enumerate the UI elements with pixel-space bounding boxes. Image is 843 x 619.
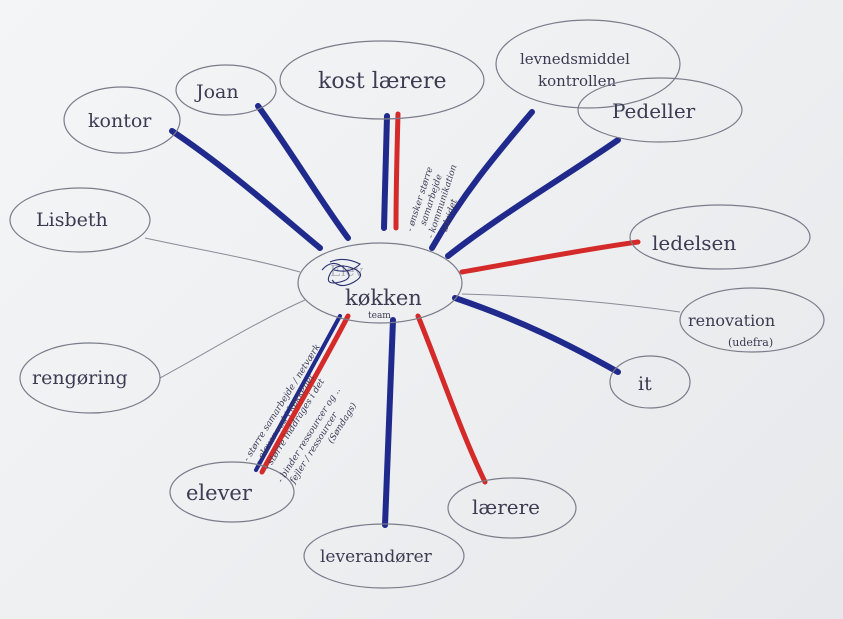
node-joan	[175, 64, 277, 116]
connector-pedeller	[445, 137, 621, 259]
connector-it	[452, 295, 621, 375]
connector-laerere	[415, 313, 488, 485]
node-rengoring	[19, 342, 161, 414]
node-kontor-label: kontor	[88, 110, 152, 132]
connector-kontor	[169, 128, 323, 251]
connector-joan	[255, 103, 351, 241]
node-kostlaerere	[279, 40, 485, 120]
connector-renovation	[461, 293, 681, 313]
node-pedeller-label: Pedeller	[612, 99, 696, 123]
node-elever	[169, 461, 295, 523]
center-node	[297, 242, 463, 324]
connector-elever-red	[259, 313, 351, 475]
connector-kostlaerere-red	[393, 111, 401, 231]
node-pedeller	[577, 77, 743, 143]
center-sublabel: team	[368, 311, 391, 321]
node-elever-label: elever	[186, 481, 253, 505]
center-label: køkken	[345, 286, 422, 310]
node-kostlaerere-label: kost lærere	[318, 69, 447, 94]
connector-elever-blue	[254, 314, 342, 472]
node-levnedsmiddel-label-1: levnedsmiddel	[520, 50, 630, 68]
node-joan-label: Joan	[194, 81, 239, 103]
connector-rengoring	[159, 299, 306, 379]
node-leverandorer-label: leverandører	[320, 547, 433, 567]
node-renovation-label: renovation	[688, 311, 775, 330]
connector-kostlaerere-blue	[381, 113, 390, 231]
node-laerere-label: lærere	[472, 495, 540, 519]
center-scribble: Elev	[330, 262, 364, 280]
node-lisbeth-label: Lisbeth	[36, 209, 108, 231]
connector-ledelsen	[459, 239, 641, 275]
connector-levnedsmiddel	[429, 109, 535, 251]
node-levnedsmiddel	[495, 19, 681, 109]
node-leverandorer	[303, 523, 465, 589]
node-renovation-sublabel: (udefra)	[728, 336, 773, 349]
node-it	[609, 355, 691, 409]
node-rengoring-label: rengøring	[32, 367, 128, 389]
node-renovation	[679, 287, 825, 353]
connector-lisbeth	[144, 237, 301, 273]
node-ledelsen	[629, 204, 811, 270]
scribble-mark	[321, 258, 362, 287]
node-levnedsmiddel-label-2: kontrollen	[538, 72, 616, 90]
node-ledelsen-label: ledelsen	[652, 231, 736, 255]
node-it-label: it	[638, 373, 652, 395]
node-lisbeth	[9, 187, 151, 253]
connector-leverandorer	[382, 317, 396, 528]
node-laerere	[447, 477, 577, 539]
node-kontor	[63, 86, 181, 154]
